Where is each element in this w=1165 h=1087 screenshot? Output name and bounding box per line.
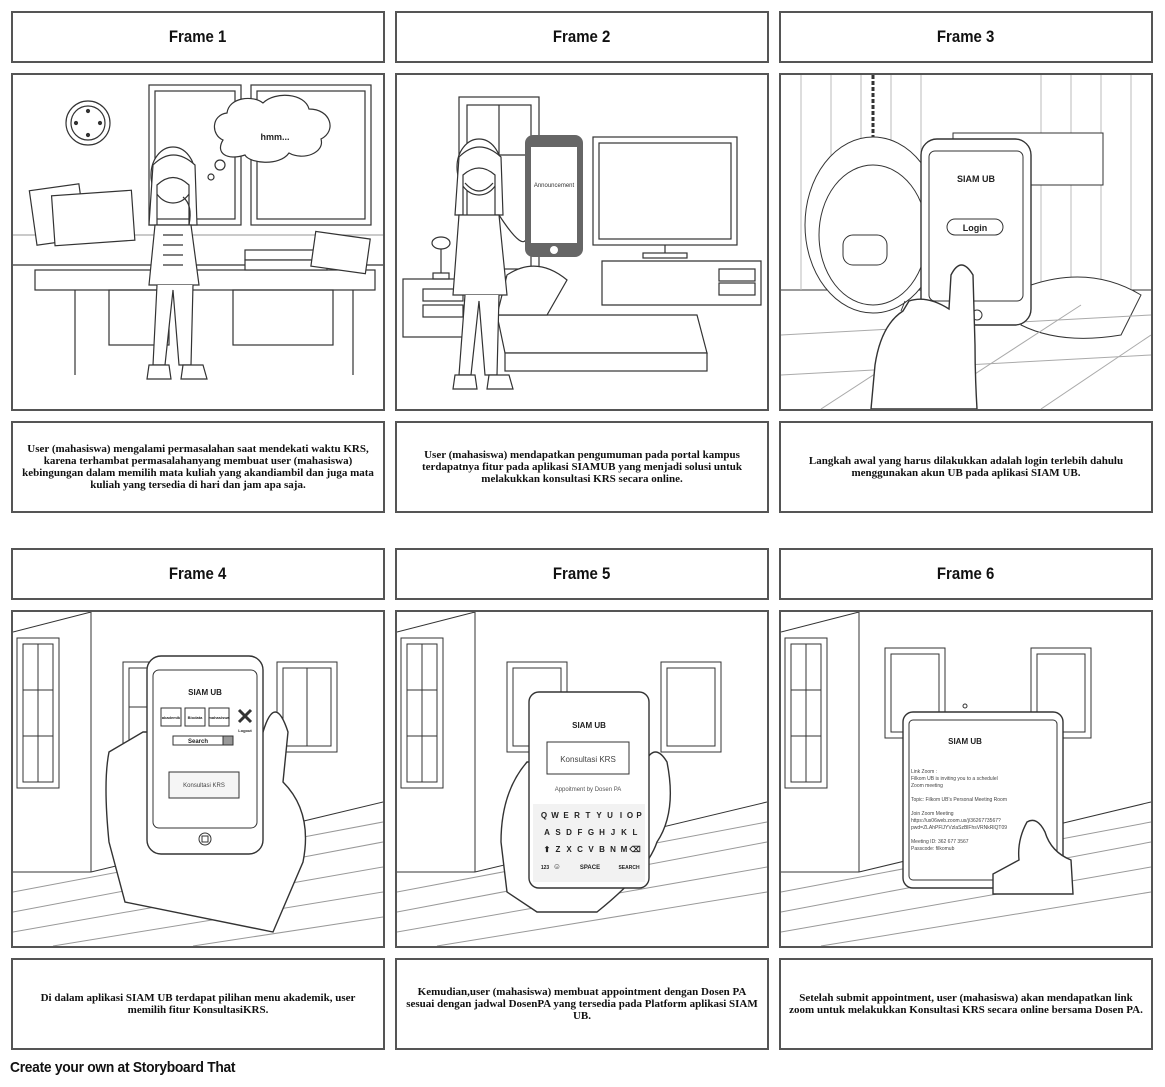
keyboard-key: L bbox=[633, 828, 638, 837]
zoom-line: pwd=ZLAhPFlJYVzlaSzBlFhsVRNkRlQT09 bbox=[911, 825, 1007, 831]
keyboard-key: M bbox=[621, 845, 628, 854]
menu-biodata: Biodata bbox=[188, 715, 203, 720]
keyboard-key: X bbox=[566, 845, 572, 854]
on-screen-keyboard: Q W E R T Y U I O P A S D F G H J K L ⬆ … bbox=[541, 811, 643, 871]
announcement-text: Announcement bbox=[534, 183, 575, 189]
frame-1-illustration: hmm... bbox=[13, 84, 383, 380]
keyboard-key: ⬆ bbox=[544, 845, 551, 854]
frame-4-scene: SIAM UB akademik Biodata mahasiswa Logou… bbox=[11, 610, 385, 948]
frame-5-title: Frame 5 bbox=[553, 564, 611, 583]
frame-6-caption: Setelah submit appointment, user (mahasi… bbox=[779, 958, 1153, 1050]
keyboard-key: J bbox=[611, 828, 615, 837]
login-button-text: Login bbox=[963, 223, 988, 233]
siam-ub-title: SIAM UB bbox=[948, 737, 982, 746]
frame-3-title: Frame 3 bbox=[937, 27, 995, 46]
siam-ub-title: SIAM UB bbox=[572, 721, 606, 730]
keyboard-key: V bbox=[588, 845, 594, 854]
frame-5-scene: SIAM UB Konsultasi KRS Appoitment by Dos… bbox=[395, 610, 769, 948]
frame-3-caption: Langkah awal yang harus dilakukkan adala… bbox=[779, 421, 1153, 513]
frame-4-illustration: SIAM UB akademik Biodata mahasiswa Logou… bbox=[13, 612, 383, 946]
keyboard-key: T bbox=[586, 811, 591, 820]
keyboard-key: N bbox=[610, 845, 616, 854]
zoom-line: https://us06web.zoom.us/j/3626773567? bbox=[911, 818, 1001, 824]
keyboard-key: H bbox=[599, 828, 605, 837]
menu-mahasiswa: mahasiswa bbox=[208, 715, 230, 720]
frame-1-caption: User (mahasiswa) mengalami permasalahan … bbox=[11, 421, 385, 513]
frame-2-scene: Announcement bbox=[395, 73, 769, 411]
keyboard-key: Y bbox=[596, 811, 602, 820]
frame-6-title-box: Frame 6 bbox=[779, 548, 1153, 600]
zoom-link-details: Link Zoom : Filkom UB is inviting you to… bbox=[911, 769, 1007, 852]
frame-3-title-box: Frame 3 bbox=[779, 11, 1153, 63]
frame-3-illustration: SIAM UB Login bbox=[781, 75, 1151, 409]
konsultasi-krs-box-text: Konsultasi KRS bbox=[560, 755, 616, 764]
frame-6-scene: SIAM UB Link Zoom : Filkom UB is invitin… bbox=[779, 610, 1153, 948]
frame-3-scene: SIAM UB Login bbox=[779, 73, 1153, 411]
keyboard-key: S bbox=[555, 828, 561, 837]
zoom-line: Passcode: filkomub bbox=[911, 846, 955, 852]
appointment-subtitle: Appoitment by Dosen PA bbox=[555, 787, 622, 793]
frame-2-illustration: Announcement bbox=[402, 96, 762, 390]
keyboard-key: 123 bbox=[541, 865, 550, 871]
frame-1-scene: hmm... bbox=[11, 73, 385, 411]
keyboard-key: SEARCH bbox=[618, 865, 640, 871]
keyboard-key: P bbox=[636, 811, 642, 820]
keyboard-key: I bbox=[620, 811, 622, 820]
frame-4-title-box: Frame 4 bbox=[11, 548, 385, 600]
siam-ub-title: SIAM UB bbox=[957, 174, 996, 184]
frame-5-illustration: SIAM UB Konsultasi KRS Appoitment by Dos… bbox=[397, 612, 767, 946]
frame-1-title-box: Frame 1 bbox=[11, 11, 385, 63]
keyboard-key: C bbox=[577, 845, 583, 854]
frame-2-caption: User (mahasiswa) mendapatkan pengumuman … bbox=[395, 421, 769, 513]
siam-ub-title: SIAM UB bbox=[188, 688, 222, 697]
keyboard-key: K bbox=[621, 828, 627, 837]
keyboard-key: Q bbox=[541, 811, 547, 820]
keyboard-key: E bbox=[563, 811, 569, 820]
frame-5-caption: Kemudian,user (mahasiswa) membuat appoin… bbox=[395, 958, 769, 1050]
zoom-line: Meeting ID: 362 677 3567 bbox=[911, 839, 969, 845]
keyboard-key: F bbox=[578, 828, 583, 837]
keyboard-key: D bbox=[566, 828, 572, 837]
keyboard-key: R bbox=[574, 811, 580, 820]
frame-2-title-box: Frame 2 bbox=[395, 11, 769, 63]
konsultasi-krs-text: Konsultasi KRS bbox=[183, 783, 225, 789]
zoom-line: Link Zoom : bbox=[911, 769, 937, 775]
keyboard-key: G bbox=[588, 828, 594, 837]
thought-bubble-text: hmm... bbox=[260, 132, 289, 142]
zoom-line: Join Zoom Meeting bbox=[911, 811, 954, 817]
frame-4-caption: Di dalam aplikasi SIAM UB terdapat pilih… bbox=[11, 958, 385, 1050]
keyboard-key: B bbox=[599, 845, 605, 854]
keyboard-key: ☺ bbox=[553, 862, 561, 871]
search-text: Search bbox=[188, 739, 208, 745]
keyboard-key: O bbox=[627, 811, 633, 820]
keyboard-key: U bbox=[607, 811, 613, 820]
storyboard-footer-link[interactable]: Create your own at Storyboard That bbox=[10, 1059, 236, 1076]
frame-4-title: Frame 4 bbox=[169, 564, 227, 583]
zoom-line: Filkom UB is inviting you to a schedulel bbox=[911, 776, 998, 782]
keyboard-key: Z bbox=[556, 845, 561, 854]
frame-1-title: Frame 1 bbox=[169, 27, 227, 46]
menu-akademik: akademik bbox=[162, 715, 181, 720]
zoom-line: Topic: Filkom UB's Personal Meeting Room bbox=[911, 797, 1007, 803]
frame-6-title: Frame 6 bbox=[937, 564, 995, 583]
frame-6-illustration: SIAM UB Link Zoom : Filkom UB is invitin… bbox=[781, 612, 1151, 946]
keyboard-key: W bbox=[551, 811, 559, 820]
zoom-line: Zoom meeting bbox=[911, 783, 943, 789]
frame-2-title: Frame 2 bbox=[553, 27, 611, 46]
logout-text: Logout bbox=[238, 728, 252, 733]
keyboard-key: SPACE bbox=[580, 865, 600, 871]
frame-5-title-box: Frame 5 bbox=[395, 548, 769, 600]
keyboard-key: ⌫ bbox=[628, 845, 640, 854]
keyboard-key: A bbox=[544, 828, 550, 837]
